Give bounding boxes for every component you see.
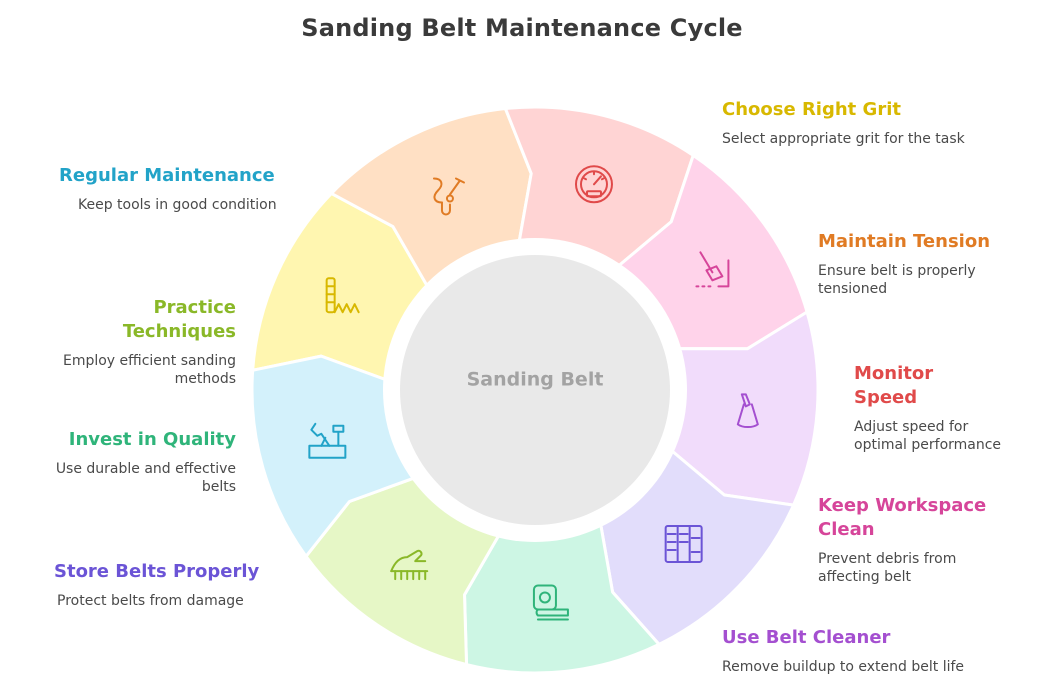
step-description: Employ efficient sanding methods [62, 353, 236, 387]
step-label-monitor-speed: Monitor Speed Adjust speed for optimal p… [854, 362, 1024, 454]
step-title: Maintain Tension [818, 231, 991, 252]
grit-saw-icon [325, 277, 360, 314]
tape-roll-icon [532, 584, 569, 621]
hand-sanding-icon [390, 549, 429, 581]
broom-icon [695, 251, 730, 288]
cleaner-icon [736, 393, 759, 429]
step-description: Select appropriate grit for the task [722, 131, 965, 147]
step-title: Keep Workspace Clean [818, 495, 987, 540]
tension-clamp-icon [432, 177, 465, 216]
step-title: Monitor Speed [854, 363, 934, 408]
center-circle [400, 255, 670, 525]
step-description: Remove buildup to extend belt life [722, 659, 965, 675]
step-title: Regular Maintenance [59, 165, 275, 186]
step-description: Keep tools in good condition [78, 197, 277, 213]
page-title: Sanding Belt Maintenance Cycle [301, 14, 743, 42]
step-label-store-belts-properly: Store Belts Properly Protect belts from … [54, 560, 354, 610]
step-label-choose-right-grit: Choose Right Grit Select appropriate gri… [722, 98, 1022, 148]
step-title: Practice Techniques [122, 297, 236, 342]
step-description: Use durable and effective belts [55, 461, 236, 495]
step-title: Invest in Quality [68, 429, 236, 450]
step-label-invest-in-quality: Invest in Quality Use durable and effect… [36, 428, 236, 496]
toolbox-icon [308, 422, 347, 459]
step-description: Ensure belt is properly tensioned [818, 263, 976, 297]
step-title: Store Belts Properly [54, 561, 260, 582]
speedometer-icon [574, 165, 613, 204]
step-label-keep-workspace-clean: Keep Workspace Clean Prevent debris from… [818, 494, 1018, 586]
step-label-use-belt-cleaner: Use Belt Cleaner Remove buildup to exten… [722, 626, 1022, 676]
step-description: Protect belts from damage [57, 593, 244, 609]
step-label-practice-techniques: Practice Techniques Employ efficient san… [36, 296, 236, 388]
step-description: Prevent debris from affecting belt [818, 551, 957, 585]
step-label-maintain-tension: Maintain Tension Ensure belt is properly… [818, 230, 1018, 298]
step-description: Adjust speed for optimal performance [854, 419, 1002, 453]
center-label: Sanding Belt [467, 369, 604, 391]
step-label-regular-maintenance: Regular Maintenance Keep tools in good c… [59, 164, 319, 214]
storage-cabinet-icon [664, 524, 703, 563]
step-title: Choose Right Grit [722, 99, 901, 120]
step-title: Use Belt Cleaner [722, 627, 891, 648]
